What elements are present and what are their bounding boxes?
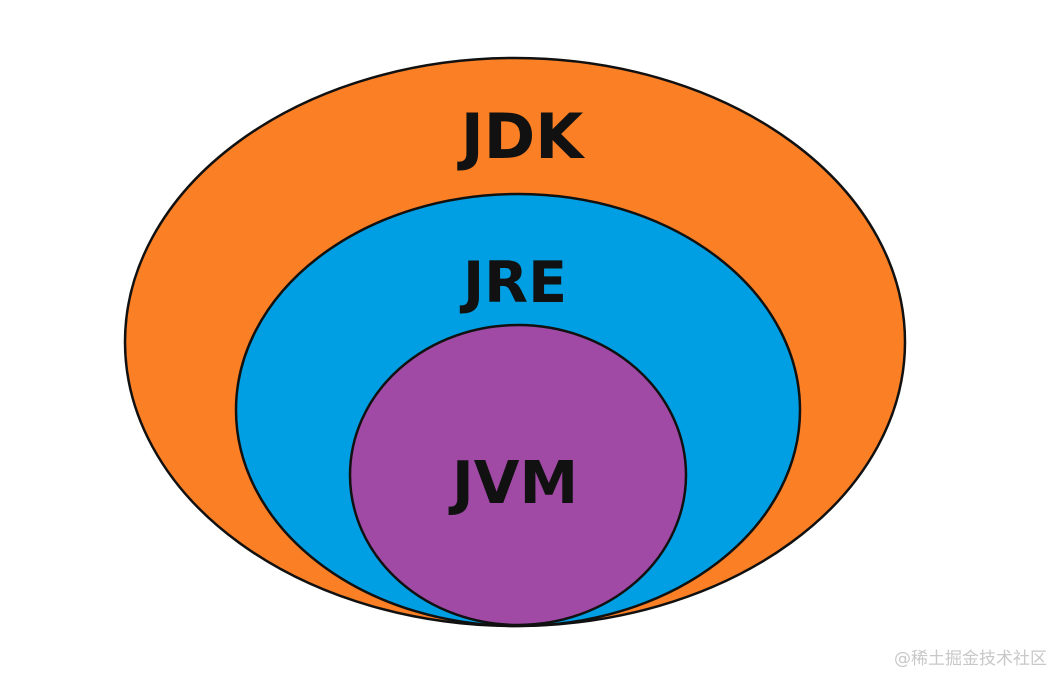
jdk-label: JDK [457, 100, 586, 173]
jvm-label: JVM [448, 448, 578, 517]
jre-label: JRE [459, 250, 567, 316]
watermark-text: @稀土掘金技术社区 [894, 649, 1047, 669]
jvm-circle [348, 323, 688, 627]
